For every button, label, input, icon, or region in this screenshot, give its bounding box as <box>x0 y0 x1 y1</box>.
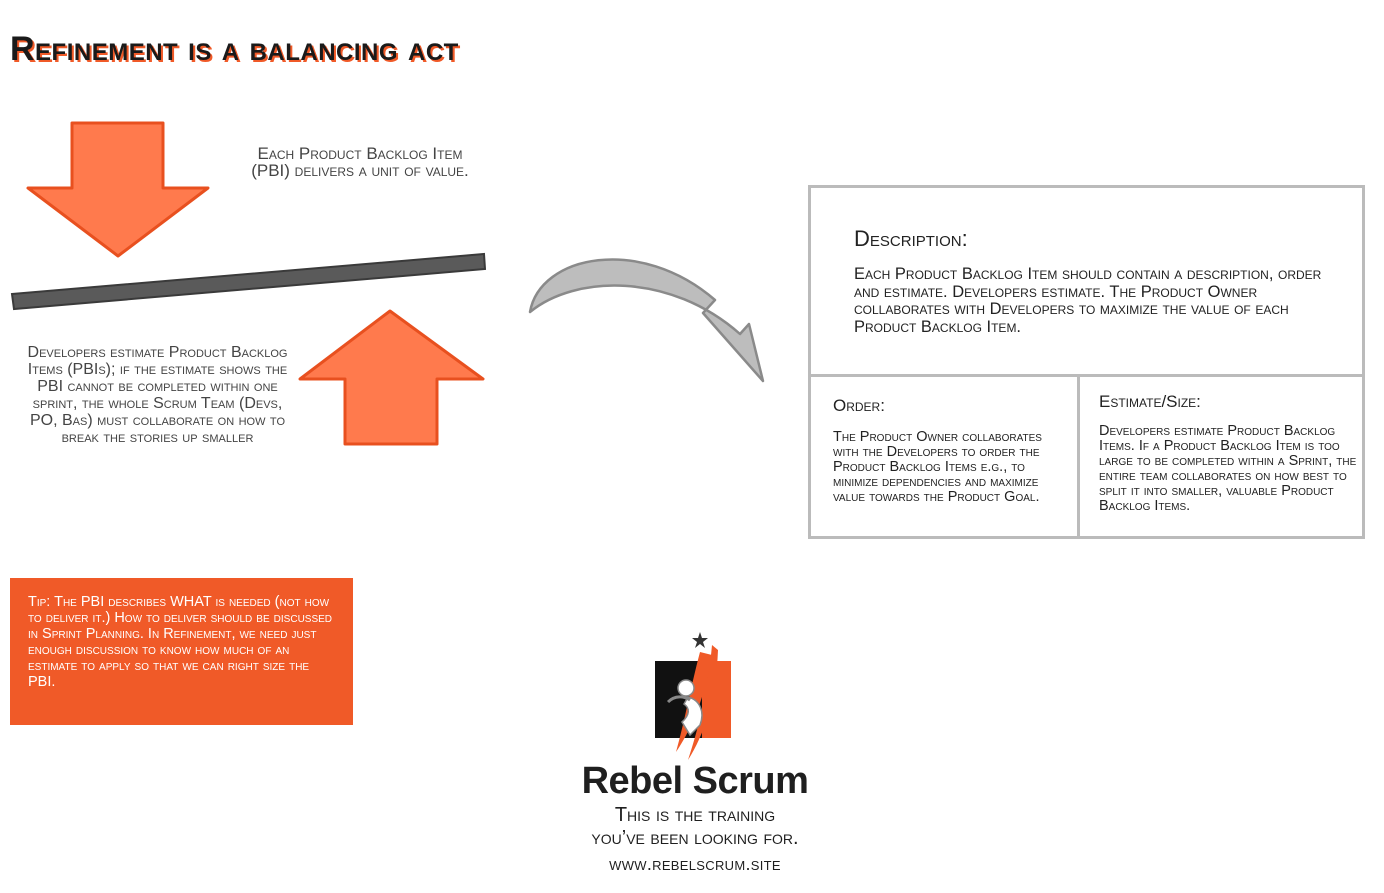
estimate-heading: Estimate/Size: <box>1099 392 1201 411</box>
up-arrow-icon <box>298 309 485 446</box>
tip-box: Tip: The PBI describes WHAT is needed (n… <box>10 578 353 725</box>
order-text: The Product Owner collaborates with the … <box>833 429 1042 505</box>
page-title: Refinement is a balancing act <box>10 30 459 68</box>
pbi-attributes-panel: Description: Each Product Backlog Item s… <box>808 185 1365 539</box>
brand-url[interactable]: www.rebelscrum.site <box>609 854 781 874</box>
curved-arrow-icon <box>528 258 765 383</box>
description-text: Each Product Backlog Item should contain… <box>854 265 1322 336</box>
order-heading: Order: <box>833 396 885 415</box>
rebel-scrum-logo-icon <box>655 632 731 760</box>
down-arrow-icon <box>26 121 210 258</box>
pbi-value-note: Each Product Backlog Item (PBI) delivers… <box>251 144 469 180</box>
tagline-line-1: This is the training <box>614 804 776 826</box>
tagline-line-2: you’ve been looking for. <box>591 827 799 849</box>
brand-tagline: This is the training you’ve been looking… <box>540 804 850 850</box>
panel-divider-horizontal <box>811 374 1362 377</box>
panel-divider-vertical <box>1077 375 1080 536</box>
brand-name: Rebel Scrum <box>581 760 809 802</box>
description-heading: Description: <box>854 226 968 251</box>
estimate-note: Developers estimate Product Backlog Item… <box>27 344 288 446</box>
balance-beam <box>10 252 487 311</box>
estimate-text: Developers estimate Product Backlog Item… <box>1099 423 1357 514</box>
